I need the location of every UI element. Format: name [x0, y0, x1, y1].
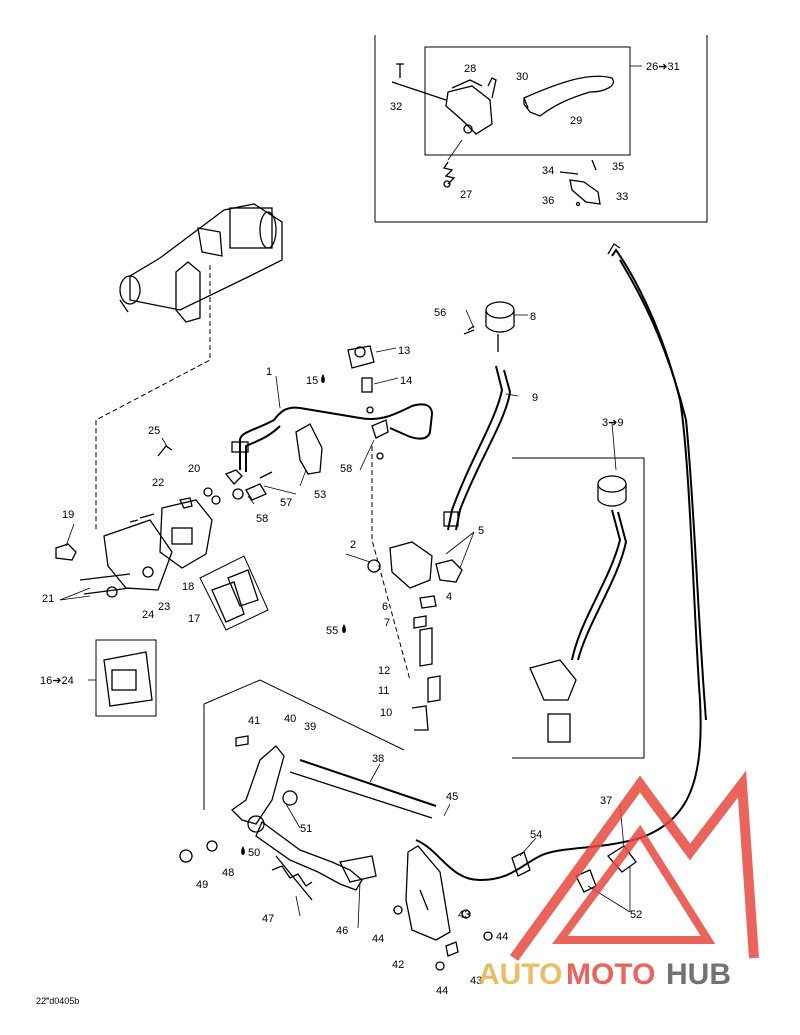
callout-52: 52: [630, 909, 642, 921]
callout-50: 50: [248, 847, 260, 859]
callout-26: 26➔31: [646, 61, 680, 73]
callout-7: 7: [384, 617, 390, 629]
brake-pedal: [179, 679, 493, 971]
callout-51: 51: [300, 823, 312, 835]
callout-43a: 43: [458, 909, 470, 921]
callout-22: 22: [152, 477, 164, 489]
watermark-hub: HUB: [666, 958, 731, 991]
callout-44c: 44: [436, 985, 448, 997]
callout-6: 6: [382, 601, 388, 613]
callout-32: 32: [390, 101, 402, 113]
callout-19: 19: [62, 509, 74, 521]
callout-27: 27: [460, 189, 472, 201]
callout-5: 5: [478, 525, 484, 537]
callout-37: 37: [600, 795, 612, 807]
callout-33: 33: [616, 191, 628, 203]
callout-42: 42: [392, 959, 404, 971]
callout-54: 54: [530, 829, 542, 841]
callout-47: 47: [262, 913, 274, 925]
callout-24: 24: [142, 609, 154, 621]
callout-40: 40: [284, 713, 296, 725]
watermark-logo-shape: [509, 770, 759, 961]
callout-53: 53: [314, 489, 326, 501]
brake-caliper: [55, 445, 269, 717]
fluid-drop-icon: [321, 374, 325, 383]
callout-20: 20: [188, 463, 200, 475]
alt-master-cylinder-inset: [512, 457, 645, 759]
callout-48: 48: [222, 867, 234, 879]
rear-hub-axle: [95, 203, 283, 530]
callout-8: 8: [530, 311, 536, 323]
callout-16: 16➔24: [40, 675, 74, 687]
callout-4: 4: [446, 591, 452, 603]
callout-13: 13: [398, 345, 410, 357]
callout-1: 1: [266, 366, 272, 378]
rear-brake-cable: [415, 243, 707, 893]
callout-17: 17: [188, 613, 200, 625]
callout-56: 56: [434, 307, 446, 319]
callout-41: 41: [248, 715, 260, 727]
callout-44b: 44: [496, 931, 508, 943]
watermark-moto: MOTO: [566, 958, 655, 991]
callout-45: 45: [446, 791, 458, 803]
callout-15: 15: [306, 375, 318, 387]
watermark-inner-triangle: [552, 824, 716, 944]
brake-line: [231, 403, 434, 472]
callout-9: 9: [532, 392, 538, 404]
callout-34: 34: [542, 165, 554, 177]
figure-code: 22‴d0405b: [36, 996, 79, 1006]
callout-44a: 44: [372, 933, 384, 945]
callout-43b: 43: [470, 975, 482, 987]
callout-10: 10: [380, 707, 392, 719]
callout-55: 55: [326, 625, 338, 637]
callout-18: 18: [182, 581, 194, 593]
automotohub-watermark: AUTO MOTO HUB: [478, 770, 759, 991]
callout-21: 21: [42, 593, 54, 605]
callout-38: 38: [372, 753, 384, 765]
callout-46: 46: [336, 925, 348, 937]
callout-labels: 1 2 3➔9 4 5 6 7 8 9 10 11 12 13 14 15 16…: [36, 61, 680, 1006]
callout-25: 25: [148, 425, 160, 437]
callout-58b: 58: [256, 513, 268, 525]
callout-58a: 58: [340, 463, 352, 475]
callout-49: 49: [196, 879, 208, 891]
watermark-auto: AUTO: [478, 958, 562, 991]
fittings: [203, 345, 389, 505]
callout-29: 29: [570, 115, 582, 127]
callout-30: 30: [516, 71, 528, 83]
fluid-drop-icon: [241, 846, 245, 855]
callout-2: 2: [350, 539, 356, 551]
callout-28: 28: [464, 63, 476, 75]
callout-3: 3➔9: [602, 417, 623, 429]
callout-12: 12: [378, 665, 390, 677]
callout-11: 11: [378, 685, 389, 697]
callout-23: 23: [158, 601, 170, 613]
fluid-drop-icon: [342, 624, 346, 633]
callout-14: 14: [400, 375, 412, 387]
callout-36: 36: [542, 195, 554, 207]
callout-35: 35: [612, 161, 624, 173]
handlebar-lever-inset: [374, 35, 708, 223]
callout-39: 39: [304, 721, 316, 733]
callout-57: 57: [280, 497, 292, 509]
